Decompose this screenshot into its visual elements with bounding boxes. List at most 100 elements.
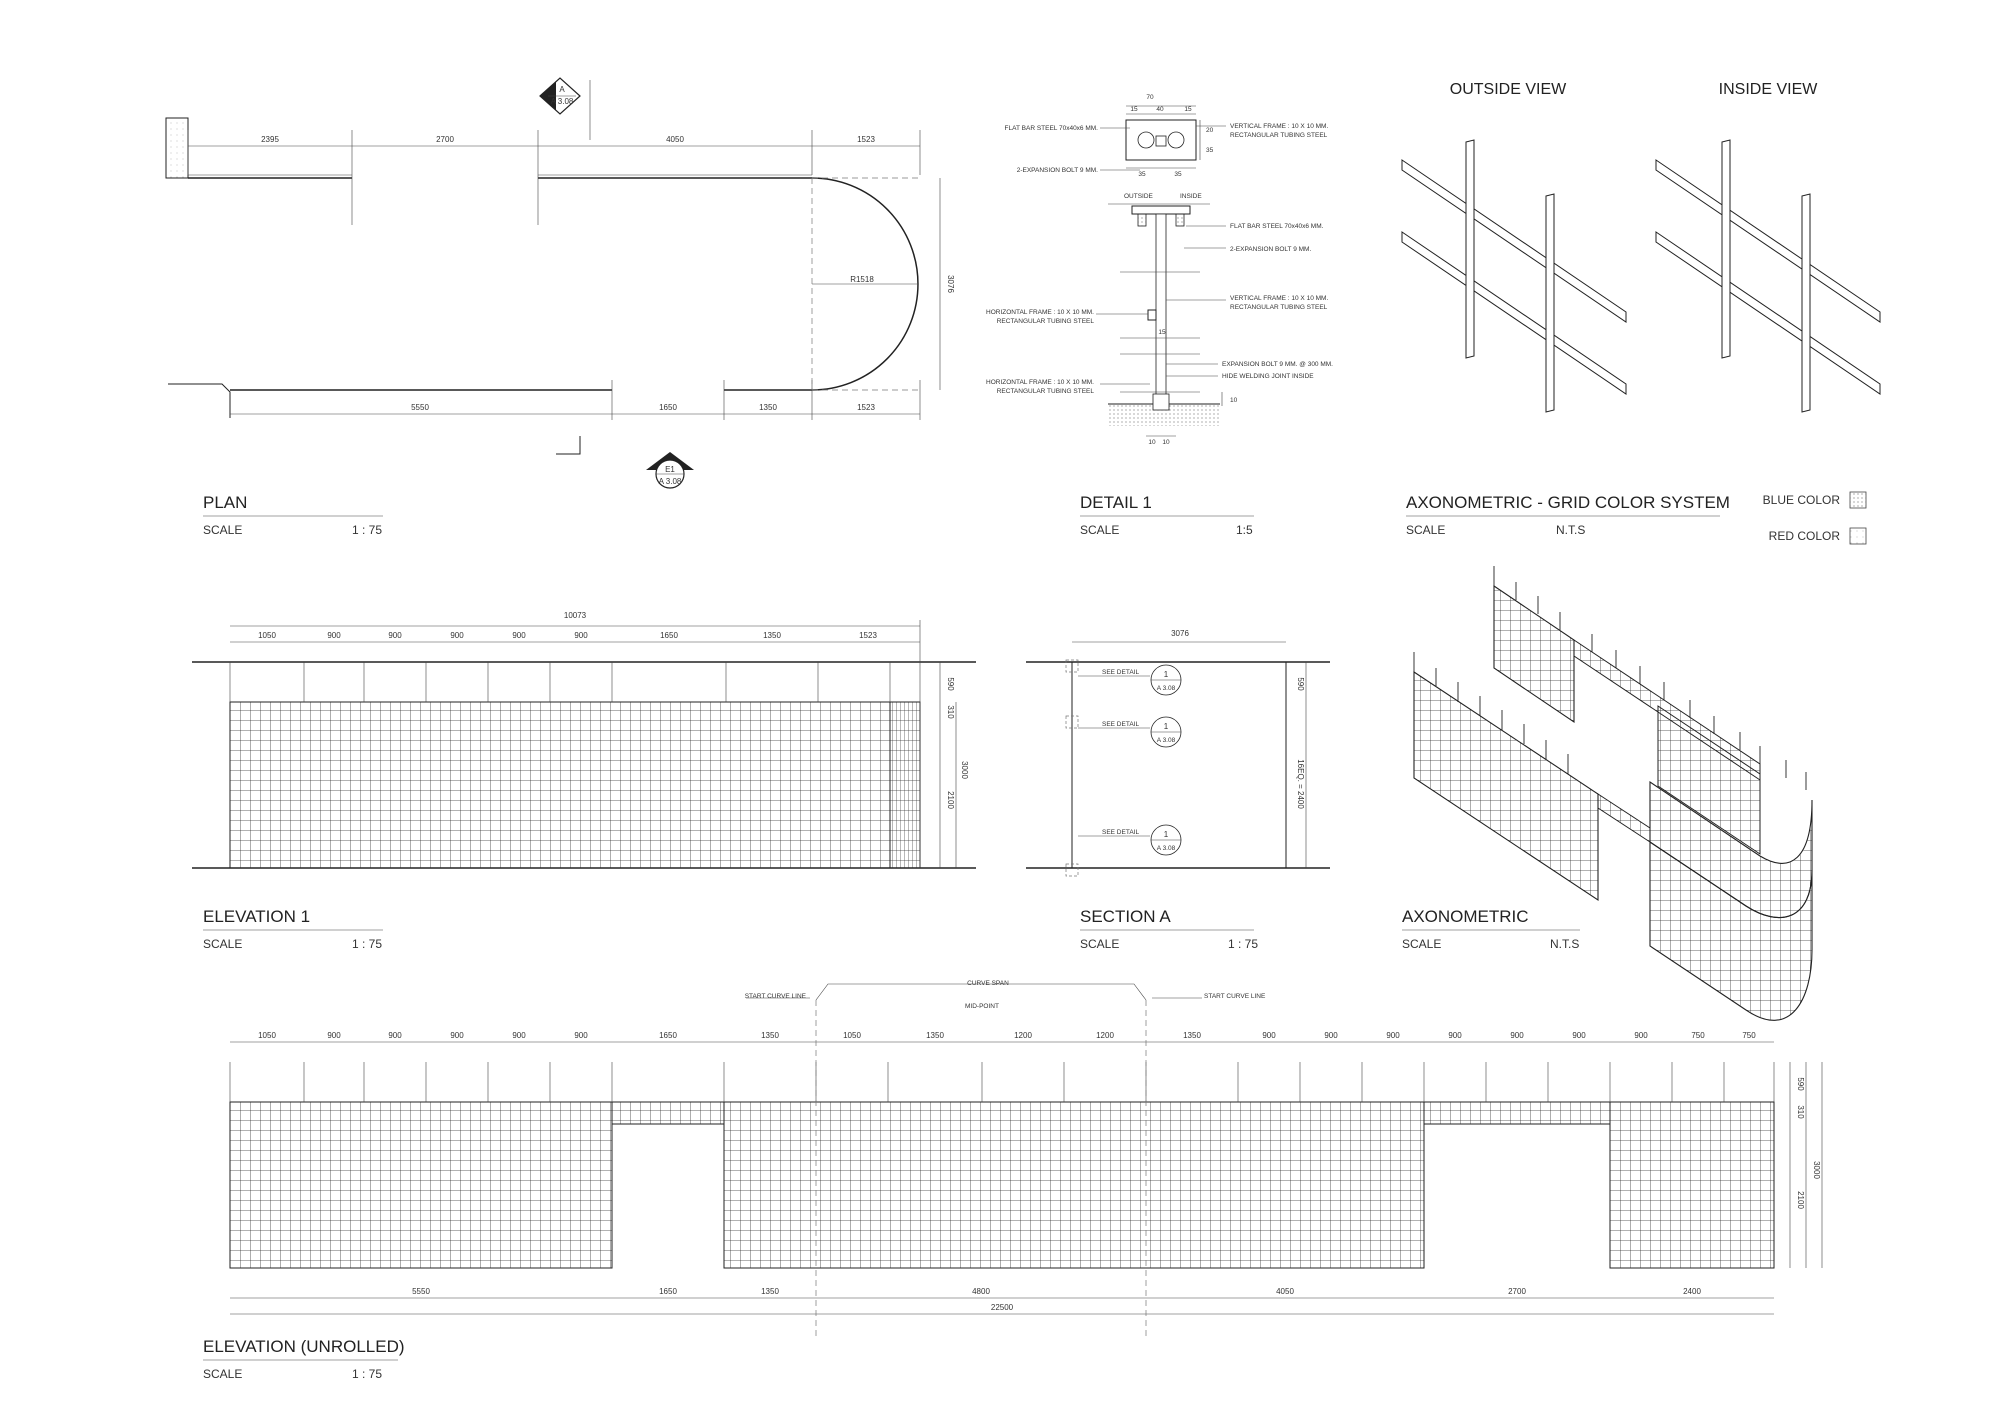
unrolled-dim-bottom-3: 1350 [761,1287,779,1296]
unrolled-dim-top-10: 1350 [926,1031,944,1040]
elev1-right-310: 310 [946,705,955,719]
axo-color-scale-label: SCALE [1406,523,1445,537]
red-color-swatch [1849,527,1867,545]
unrolled-dim-bottom-1: 5550 [412,1287,430,1296]
section-detail-ref-3: A 3.08 [1157,845,1176,852]
detail-scale-label: SCALE [1080,523,1119,537]
axo-color-scale-value: N.T.S [1556,523,1585,537]
detail-dim-15c: 15 [1158,329,1166,336]
unrolled-dim-top-21: 750 [1691,1031,1705,1040]
detail-dim-15b: 15 [1184,106,1192,113]
detail-dim-20: 20 [1206,127,1214,134]
section-see-detail-1: SEE DETAIL [1102,669,1139,676]
axonometric-title: AXONOMETRIC [1402,907,1529,926]
unrolled-start-curve-right: START CURVE LINE [1204,993,1266,1000]
plan-dim-top-3: 4050 [666,135,684,144]
plan-dim-bottom-4: 1523 [857,403,875,412]
detail-dim-10a: 10 [1148,439,1156,446]
detail-note-vertical-b2: RECTANGULAR TUBING STEEL [1230,304,1328,311]
detail-dim-35c: 35 [1206,147,1214,154]
elev1-dim-3: 900 [388,631,402,640]
section-detail-no-3: 1 [1164,830,1169,839]
unrolled-mid-point: MID-POINT [965,1003,999,1010]
unrolled-dim-top-13: 1350 [1183,1031,1201,1040]
unrolled-dim-top-3: 900 [388,1031,402,1040]
unrolled-dim-top-20: 900 [1634,1031,1648,1040]
axo-color-drawing [1401,139,1881,545]
section-scale-value: 1 : 75 [1228,937,1258,951]
elev1-total: 10073 [564,611,587,620]
unrolled-dim-top-16: 900 [1386,1031,1400,1040]
detail-title: DETAIL 1 [1080,493,1152,512]
unrolled-right-310: 310 [1796,1105,1805,1119]
plan-radius: R1518 [850,275,874,284]
detail-note-hide-weld: HIDE WELDING JOINT INSIDE [1222,373,1314,380]
detail-dim-15a: 15 [1130,106,1138,113]
unrolled-scale-label: SCALE [203,1367,242,1381]
unrolled-dim-top-11: 1200 [1014,1031,1032,1040]
unrolled-scale-value: 1 : 75 [352,1367,382,1381]
detail-note-vertical-a2: RECTANGULAR TUBING STEEL [1230,132,1328,139]
detail-dim-10b: 10 [1162,439,1170,446]
detail-note-flat-bar-b: FLAT BAR STEEL 70x40x6 MM. [1230,223,1324,230]
plan-dim-bottom-3: 1350 [759,403,777,412]
plan-marker-e-ref: A 3.08 [659,477,682,486]
section-detail-no-1: 1 [1164,670,1169,679]
unrolled-dim-bottom-5: 4050 [1276,1287,1294,1296]
unrolled-dim-bottom-6: 2700 [1508,1287,1526,1296]
axonometric-scale-label: SCALE [1402,937,1441,951]
elev1-dim-6: 900 [574,631,588,640]
legend-red-label: RED COLOR [1769,529,1841,543]
plan-depth: 3076 [946,275,955,293]
unrolled-dim-top-8: 1350 [761,1031,779,1040]
blue-color-swatch [1849,491,1867,509]
plan-scale-label: SCALE [203,523,242,537]
legend-blue-label: BLUE COLOR [1763,493,1841,507]
unrolled-drawing [229,983,1823,1340]
elevation1-drawing [192,620,976,869]
section-detail-ref-2: A 3.08 [1157,737,1176,744]
plan-marker-a: A [559,85,565,94]
detail-note-expansion-a: 2-EXPANSION BOLT 9 MM. [1017,167,1098,174]
plan-marker-a-ref: A 3.08 [551,97,574,106]
detail-note-vertical-b1: VERTICAL FRAME : 10 X 10 MM. [1230,295,1328,302]
unrolled-dim-top-14: 900 [1262,1031,1276,1040]
detail-scale-value: 1:5 [1236,523,1253,537]
elev1-dim-8: 1350 [763,631,781,640]
unrolled-title: ELEVATION (UNROLLED) [203,1337,405,1356]
section-title: SECTION A [1080,907,1171,926]
axo-inside-view-label: INSIDE VIEW [1719,81,1819,98]
detail-dim-35b: 35 [1174,171,1182,178]
unrolled-dim-bottom-2: 1650 [659,1287,677,1296]
elev1-dim-5: 900 [512,631,526,640]
detail-outside: OUTSIDE [1124,193,1154,200]
section-drawing [1026,641,1330,877]
plan-dim-top-1: 2395 [261,135,279,144]
elev1-right-590: 590 [946,677,955,691]
plan-dim-bottom-2: 1650 [659,403,677,412]
plan-dim-top-4: 1523 [857,135,875,144]
detail-dim-10c: 10 [1230,397,1238,404]
unrolled-dim-top-9: 1050 [843,1031,861,1040]
unrolled-start-curve-left: START CURVE LINE [745,993,807,1000]
elev1-right-2100: 2100 [946,791,955,809]
unrolled-right-590: 590 [1796,1077,1805,1091]
section-detail-ref-1: A 3.08 [1157,685,1176,692]
detail-note-horizontal-b1: HORIZONTAL FRAME : 10 X 10 MM. [986,379,1094,386]
unrolled-dim-top-17: 900 [1448,1031,1462,1040]
unrolled-dim-top-22: 750 [1742,1031,1756,1040]
detail-drawing [1096,105,1226,437]
unrolled-dim-top-7: 1650 [659,1031,677,1040]
axo-outside-view-label: OUTSIDE VIEW [1450,81,1567,98]
detail-dim-40: 40 [1156,106,1164,113]
elev1-dim-9: 1523 [859,631,877,640]
detail-note-horizontal-b2: RECTANGULAR TUBING STEEL [997,388,1095,395]
plan-dim-top-2: 2700 [436,135,454,144]
section-right-590: 590 [1296,677,1305,691]
elev1-dim-1: 1050 [258,631,276,640]
detail-inside: INSIDE [1180,193,1202,200]
elev1-scale-label: SCALE [203,937,242,951]
plan-marker-e: E1 [665,465,675,474]
detail-note-expansion-c: EXPANSION BOLT 9 MM. @ 300 MM. [1222,361,1333,368]
